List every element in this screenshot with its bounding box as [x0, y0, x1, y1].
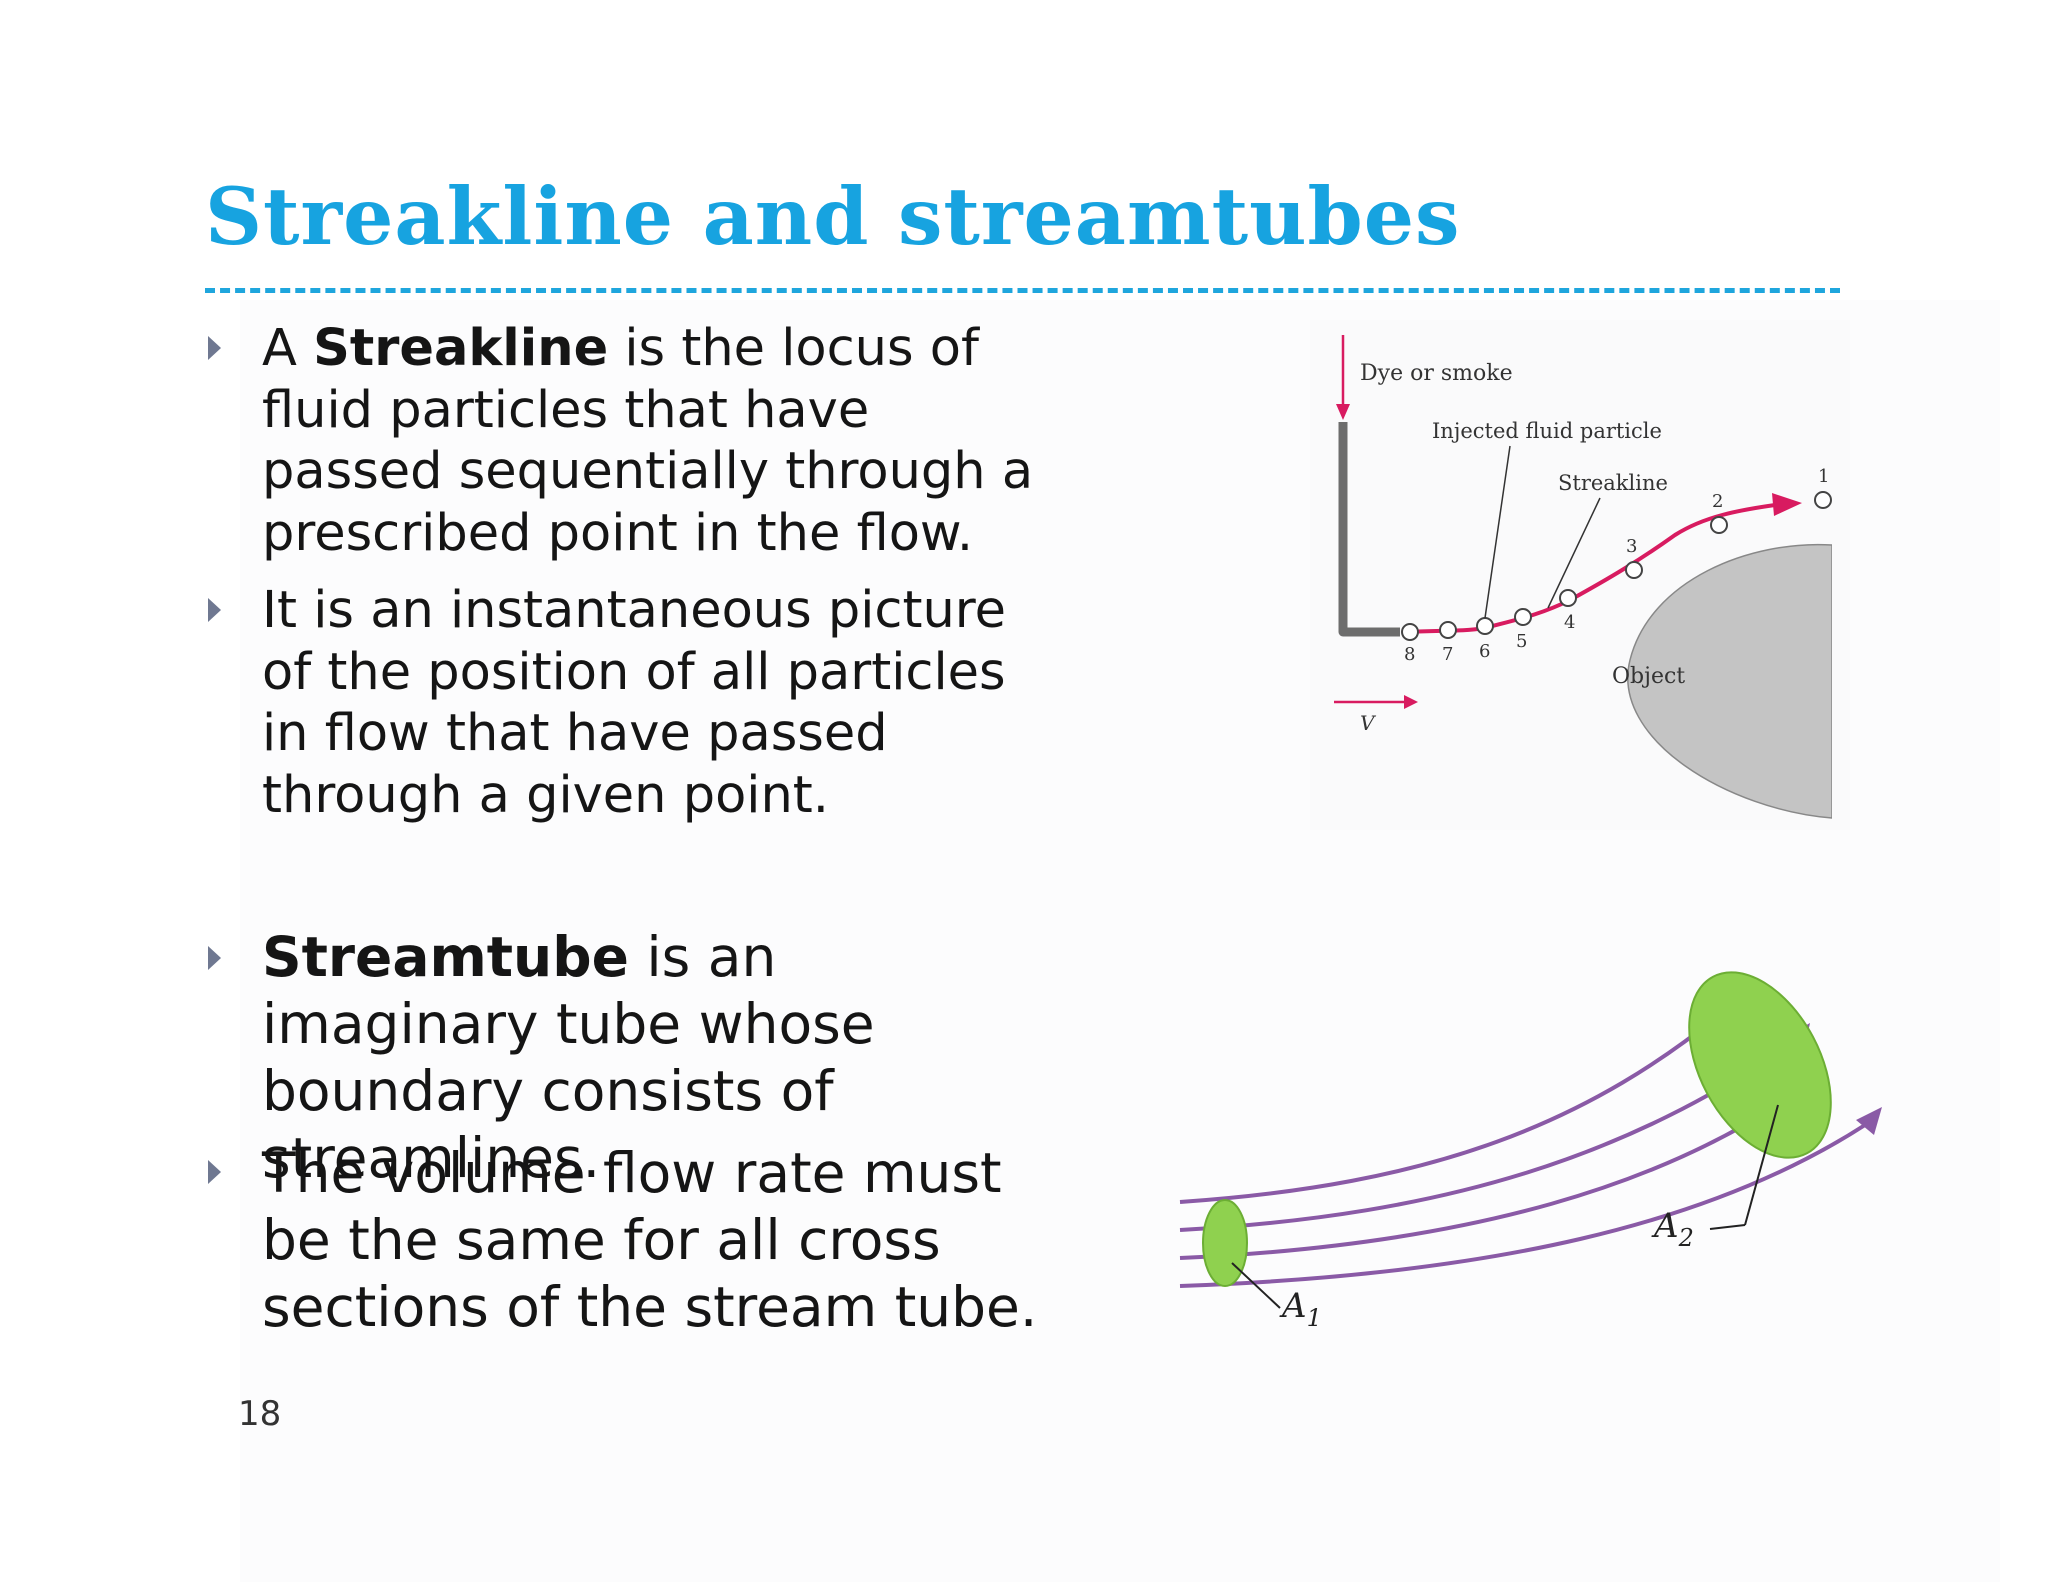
dye-label: Dye or smoke: [1360, 361, 1513, 386]
area-a1-label: A1: [1279, 1286, 1322, 1332]
cross-section-a2: [1688, 971, 1832, 1159]
particle-number: 6: [1479, 641, 1490, 662]
particle-8: [1401, 623, 1419, 641]
area-a2-label: A2: [1651, 1206, 1694, 1252]
particle-number: 8: [1404, 644, 1415, 665]
bullet-text: It is an instantaneous picture of the po…: [262, 581, 1007, 825]
nozzle-tube: [1338, 422, 1400, 637]
particle-6: [1476, 617, 1494, 635]
particle-number: 5: [1516, 631, 1527, 652]
title-divider: [205, 288, 1840, 293]
cross-section-a1: [1202, 1199, 1248, 1287]
velocity-arrow-icon: [1404, 695, 1418, 709]
particle-number: 4: [1564, 612, 1575, 633]
bullet-bold-term: Streamtube: [262, 925, 629, 989]
particle-number: 1: [1818, 466, 1829, 487]
streamline-arrow-icon: [1856, 1107, 1882, 1135]
bullet-volume-flow: The volume flow rate must be the same fo…: [262, 1140, 1042, 1341]
page-number: 18: [238, 1394, 282, 1434]
dye-arrow-icon: [1336, 404, 1350, 420]
streamline: [1179, 1000, 1737, 1204]
bullet-streakline-picture: It is an instantaneous picture of the po…: [262, 580, 1042, 826]
particle-1: [1814, 491, 1832, 509]
bullet-arrow-icon: [208, 336, 221, 360]
streakline-label: Streakline: [1558, 471, 1668, 495]
particle-number: 7: [1442, 644, 1453, 665]
bullet-bold-term: Streakline: [313, 319, 609, 378]
streakline-path: [1407, 503, 1776, 634]
bullet-streakline-definition: A Streakline is the locus of fluid parti…: [262, 318, 1042, 564]
streakline-arrow-icon: [1772, 493, 1802, 516]
bullet-prefix: A: [262, 319, 314, 378]
particle-number: 2: [1712, 491, 1723, 512]
object-shape: [1627, 543, 1833, 819]
velocity-label: V: [1360, 711, 1377, 735]
injected-particle-label: Injected fluid particle: [1432, 419, 1662, 443]
streamtube-figure: A1 A2: [1179, 971, 1882, 1332]
object-label: Object: [1612, 664, 1685, 689]
slide-title: Streakline and streamtubes: [205, 170, 1461, 263]
particle-4: [1559, 589, 1577, 607]
particle-number: 3: [1626, 536, 1637, 557]
bullet-text: is an imaginary tube whose boundary cons…: [262, 925, 875, 1190]
particle-7: [1439, 621, 1457, 639]
particle-5: [1514, 608, 1532, 626]
particle-2: [1710, 516, 1728, 534]
particle-3: [1625, 561, 1643, 579]
bullet-text: The volume flow rate must be the same fo…: [262, 1141, 1038, 1339]
bullet-streamtube-definition: Streamtube is an imaginary tube whose bo…: [262, 924, 1042, 1192]
bullet-text: is the locus of fluid particles that hav…: [262, 319, 1034, 563]
streamline: [1179, 1123, 1867, 1288]
streakline-figure: Object Dye or smoke 1 2 3 4 5 6 7 8 Inje…: [1310, 320, 1850, 830]
bullet-arrow-icon: [208, 946, 221, 970]
bullet-arrow-icon: [208, 1160, 221, 1184]
bullet-arrow-icon: [208, 598, 221, 622]
